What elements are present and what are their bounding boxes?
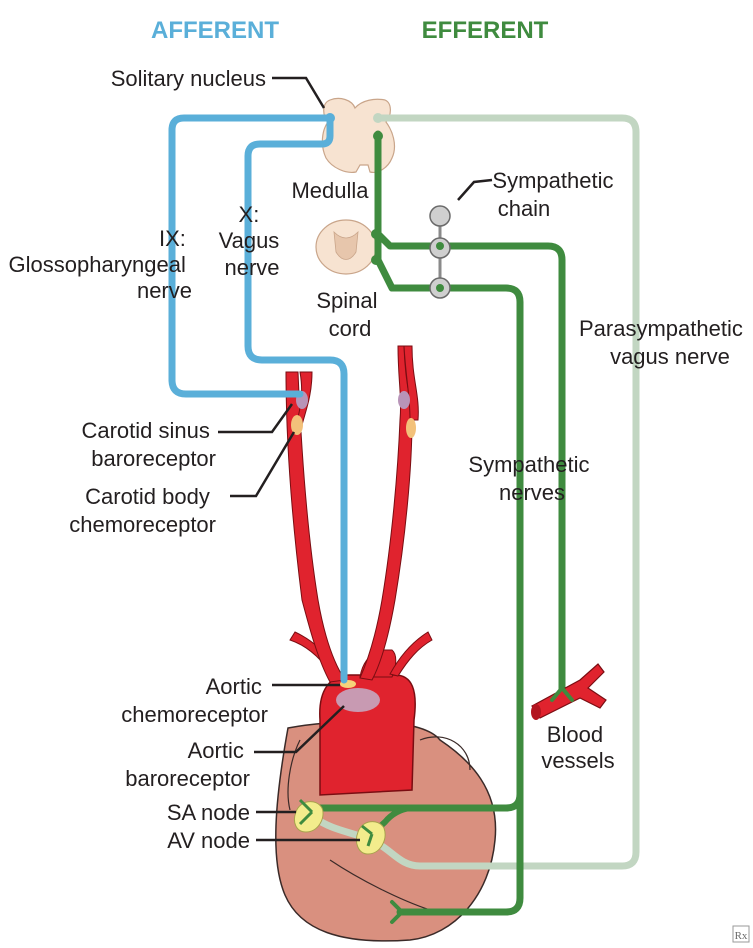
av-node-label: AV node (167, 828, 250, 853)
rx-corner-mark: Rx (732, 925, 750, 943)
sympathetic-ventricle-path (396, 786, 524, 916)
carotid-body-label: Carotid body chemoreceptor (69, 484, 216, 537)
ventricle-terminal-fork (390, 900, 404, 924)
sympathetic-heart-path (314, 256, 524, 812)
blood-vessel (531, 663, 607, 720)
av-node-nerve-ending (361, 824, 374, 847)
spinal-synapse-dot-2 (371, 255, 381, 265)
aortic-chemoreceptor-label: Aortic chemoreceptor (121, 674, 268, 727)
spinal-cord-shape (315, 219, 377, 275)
efferent-header: EFFERENT (422, 17, 549, 44)
sympathetic-chain-label: Sympathetic chain (492, 168, 619, 221)
solitary-nucleus-label: Solitary nucleus (111, 66, 266, 91)
sympathetic-chain-ganglia (429, 205, 451, 299)
right-carotid-body-dot (406, 418, 416, 438)
glossopharyngeal-nerve-path (168, 114, 334, 398)
vagus-afferent-path (244, 116, 348, 684)
right-carotid-sinus-patch (398, 391, 410, 409)
svg-text:Rx: Rx (735, 930, 748, 942)
pointer-lines (218, 76, 493, 842)
sympathetic-nerves-label: Sympathetic nerves (468, 452, 595, 505)
sympathetic-av-branch (369, 805, 413, 837)
right-carotid-artery (359, 345, 419, 681)
carotid-body-dot (291, 415, 303, 435)
sa-node-label: SA node (167, 800, 250, 825)
glossopharyngeal-label: IX: Glossopharyngeal nerve (9, 226, 192, 303)
spinal-cord-label: Spinal cord (316, 288, 383, 341)
aortic-baroreceptor-label: Aortic baroreceptor (125, 738, 250, 791)
aorta (289, 631, 433, 796)
vagus-label: X: Vagus nerve (219, 202, 286, 280)
sympathetic-vessels-path (374, 230, 566, 694)
medulla-label: Medulla (291, 178, 369, 203)
blood-vessels-label: Blood vessels (541, 722, 614, 773)
afferent-header: AFFERENT (151, 17, 279, 44)
carotid-sinus-label: Carotid sinus baroreceptor (81, 418, 216, 471)
aortic-baroreceptor-patch (336, 688, 380, 712)
medulla-efferent-dot (373, 131, 383, 141)
parasympathetic-vagus-label: Parasympathetic vagus nerve (579, 316, 749, 369)
spinal-synapse-dot-1 (371, 229, 381, 239)
sa-node-nerve-ending (298, 798, 314, 826)
solitary-nucleus-efferent-dot (373, 113, 383, 123)
solitary-nucleus-afferent-dot (325, 113, 335, 123)
